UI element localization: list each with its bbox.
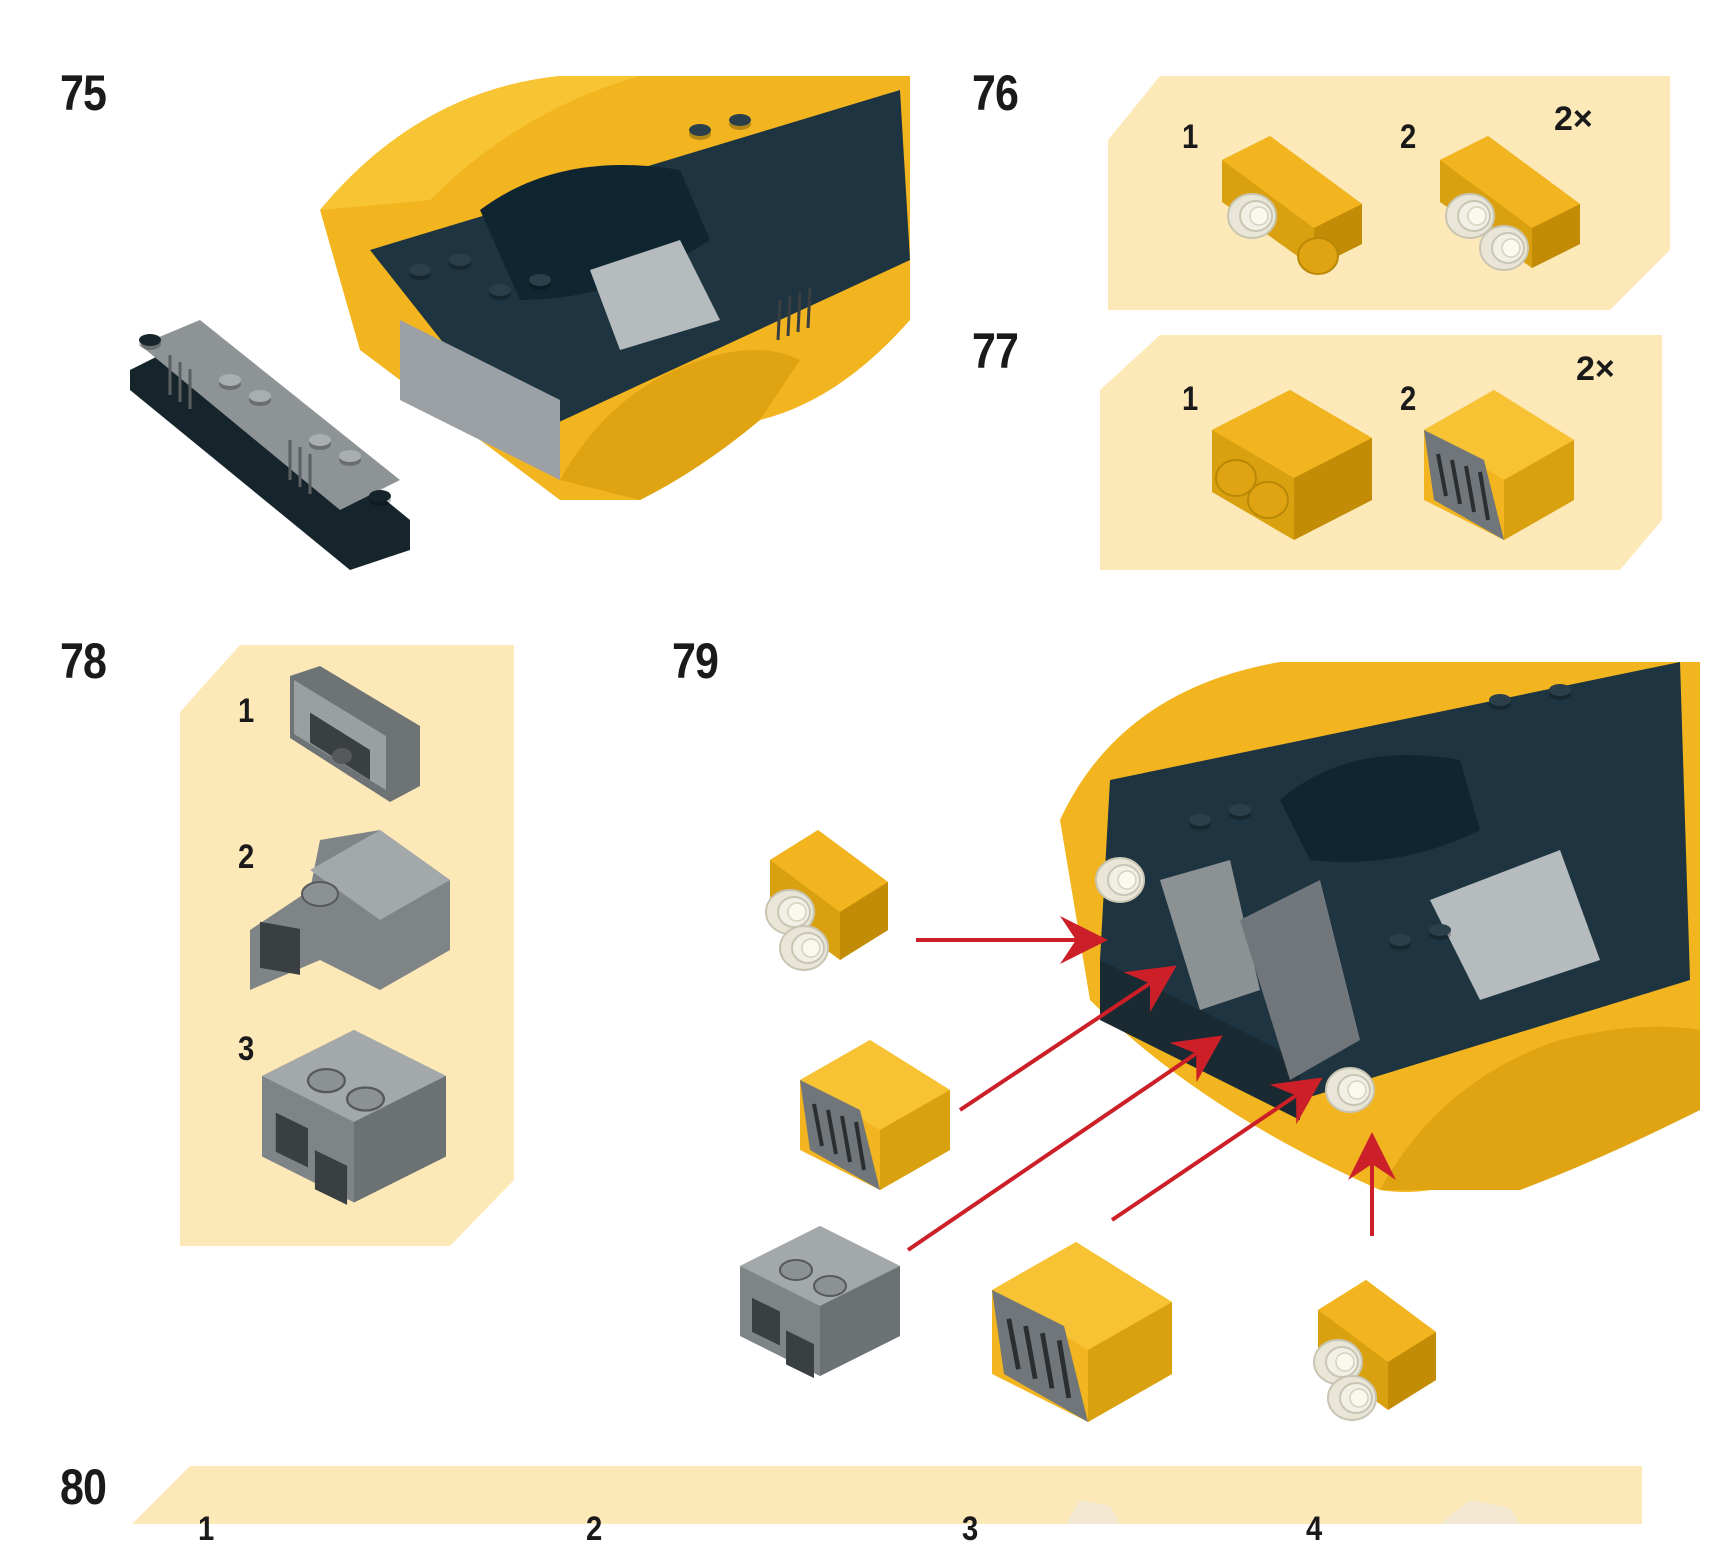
step-number-80: 80 (60, 1459, 107, 1515)
step78-part-3 (260, 1028, 448, 1207)
step79-part-grille-slope-right (992, 1242, 1172, 1422)
callout-panel-80 (132, 1466, 1642, 1524)
step77-part-2 (1422, 388, 1576, 542)
step80-part-3-partial (1066, 1500, 1120, 1524)
step78-sub-1: 1 (238, 692, 255, 730)
step79-car-front (1060, 662, 1700, 1192)
step79-part-grille-slope-left (798, 1038, 952, 1192)
step76-sub-2: 2 (1400, 118, 1417, 156)
step-number-75: 75 (60, 65, 107, 121)
step78-part-1 (290, 666, 420, 802)
step77-part-1 (1212, 390, 1372, 540)
step77-multiplier: 2× (1576, 350, 1615, 388)
step77-sub-2: 2 (1400, 380, 1417, 418)
step79-part-headlight-top (766, 830, 888, 970)
step78-sub-2: 2 (238, 838, 255, 876)
step-number-79: 79 (672, 633, 719, 689)
step75-bumper-assembly (130, 320, 410, 570)
step76-sub-1: 1 (1182, 118, 1199, 156)
step77-sub-1: 1 (1182, 380, 1199, 418)
step76-part-1 (1222, 136, 1362, 275)
step78-part-2 (250, 830, 450, 990)
step79-part-gray-bracket (739, 1225, 901, 1380)
step76-part-2 (1440, 136, 1580, 271)
step76-multiplier: 2× (1554, 100, 1593, 138)
step79-arrows (906, 916, 1396, 1252)
step75-car-body (320, 76, 910, 500)
step-number-77: 77 (972, 323, 1019, 379)
step78-sub-3: 3 (238, 1030, 255, 1068)
step79-part-headlight-bottom (1314, 1280, 1436, 1420)
step80-part-4-partial (1440, 1500, 1520, 1524)
step-number-76: 76 (972, 65, 1019, 121)
step-number-78: 78 (60, 633, 107, 689)
